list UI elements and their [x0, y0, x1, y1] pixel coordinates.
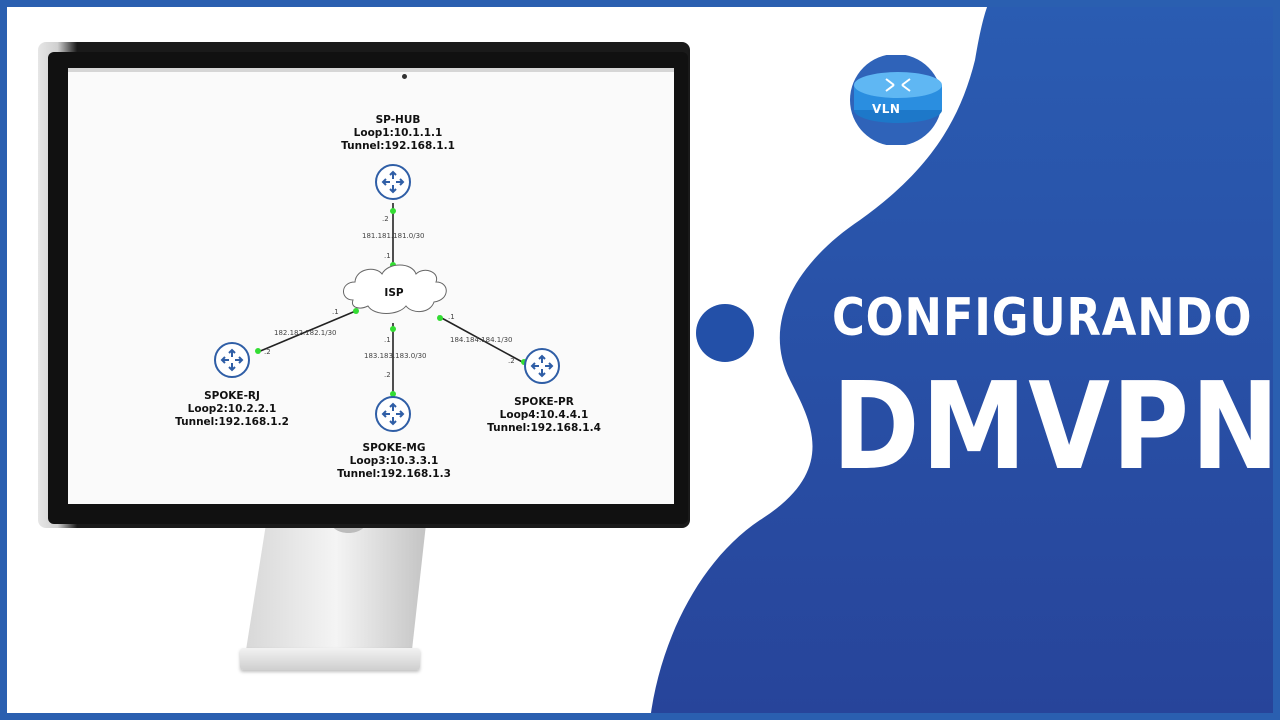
rj-loop: Loop2:10.2.2.1: [187, 403, 277, 415]
router-rj: [214, 342, 250, 378]
ip-pr-router: .2: [508, 357, 515, 365]
ip-pr-isp: .1: [448, 313, 455, 321]
iface-dot: [390, 326, 396, 332]
rj-tunnel: Tunnel:192.168.1.2: [175, 416, 289, 428]
diagram-links: [255, 203, 527, 398]
rj-name: SPOKE-RJ: [204, 390, 260, 402]
decorative-circle: [696, 304, 754, 362]
iface-dot: [255, 348, 261, 354]
link-pr-isp: [437, 315, 527, 365]
mg-name: SPOKE-MG: [362, 442, 426, 454]
ip-hub-isp: .1: [384, 252, 391, 260]
router-icon: [381, 170, 405, 194]
ip-rj-isp: .1: [332, 308, 339, 316]
ip-hub-router: .2: [382, 215, 389, 223]
hub-name: SP-HUB: [375, 114, 421, 126]
rj-label: SPOKE-RJ Loop2:10.2.2.1 Tunnel:192.168.1…: [175, 390, 289, 429]
iface-dot: [353, 308, 359, 314]
hub-label: SP-HUB Loop1:10.1.1.1 Tunnel:192.168.1.1: [341, 114, 455, 153]
pr-tunnel: Tunnel:192.168.1.4: [487, 422, 601, 434]
pr-label: SPOKE-PR Loop4:10.4.4.1 Tunnel:192.168.1…: [487, 396, 601, 435]
link-rj-isp: [257, 309, 359, 353]
iface-dot: [390, 391, 396, 397]
hub-loop: Loop1:10.1.1.1: [353, 127, 443, 139]
isp-cloud: [343, 264, 447, 314]
monitor-stand: [246, 524, 426, 650]
mg-label: SPOKE-MG Loop3:10.3.3.1 Tunnel:192.168.1…: [337, 442, 451, 481]
hub-tunnel: Tunnel:192.168.1.1: [341, 140, 455, 152]
headline-line-2: DMVPN: [832, 358, 1280, 497]
monitor-screen: ISP SP-HUB Loop1:10.1.1.1 Tunnel:192.168…: [68, 68, 674, 504]
ip-mg-isp: .1: [384, 336, 391, 344]
router-hub: [375, 164, 411, 200]
router-mg: [375, 396, 411, 432]
monitor-base: [240, 648, 420, 670]
router-icon: [220, 348, 244, 372]
ip-rj-router: .2: [264, 348, 271, 356]
mg-tunnel: Tunnel:192.168.1.3: [337, 468, 451, 480]
subnet-hub: 181.181.181.0/30: [362, 232, 425, 240]
pr-name: SPOKE-PR: [514, 396, 574, 408]
camera-icon: [402, 74, 407, 79]
vln-logo: VLN: [848, 54, 948, 146]
subnet-rj: 182.182.182.1/30: [274, 329, 337, 337]
iface-dot: [437, 315, 443, 321]
logo-text: VLN: [872, 102, 901, 116]
isp-label: ISP: [384, 287, 404, 299]
headline-line-1: CONFIGURANDO: [832, 288, 1253, 348]
router-icon: [381, 402, 405, 426]
ip-mg-router: .2: [384, 371, 391, 379]
subnet-pr: 184.184.184.1/30: [450, 336, 513, 344]
router-pr: [524, 348, 560, 384]
mg-loop: Loop3:10.3.3.1: [349, 455, 439, 467]
screen-top-border: [68, 68, 674, 72]
iface-dot: [390, 208, 396, 214]
pr-loop: Loop4:10.4.4.1: [499, 409, 589, 421]
router-icon: [530, 354, 554, 378]
subnet-mg: 183.183.183.0/30: [364, 352, 427, 360]
